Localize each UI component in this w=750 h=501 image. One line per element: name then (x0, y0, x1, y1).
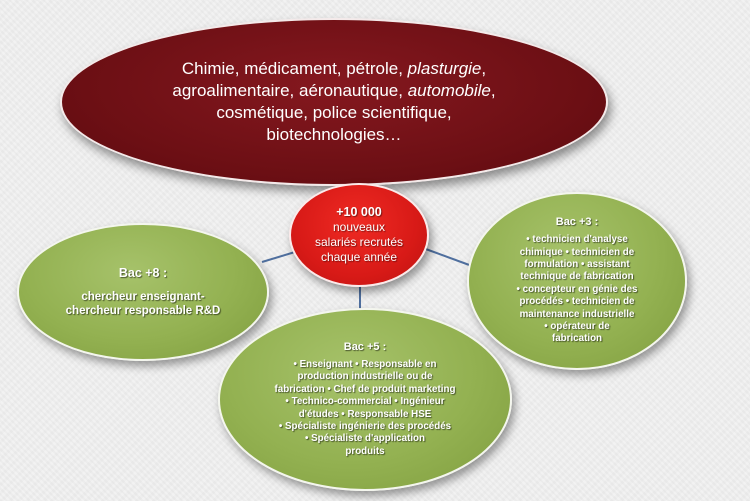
sectors-text-fragment: plasturgie (407, 59, 482, 78)
sectors-text: Chimie, médicament, pétrole, plasturgie,… (172, 58, 495, 146)
bac5-ellipse: Bac +5 : • Enseignant • Responsable en p… (218, 308, 512, 491)
bac5-line: • Spécialiste d'application (304, 433, 426, 445)
bac3-ellipse: Bac +3 : • technicien d'analyse chimique… (467, 192, 687, 370)
bac8-ellipse: Bac +8 : chercheur enseignant- chercheur… (17, 223, 269, 361)
bac8-line: chercheur responsable R&D (65, 305, 221, 317)
bac3-line: • technicien d'analyse (526, 234, 628, 246)
bac3-line: • opérateur de (544, 321, 610, 333)
bac5-line: produits (345, 445, 385, 457)
bac3-line: procédés • technicien de (519, 296, 635, 308)
bac3-line: maintenance industrielle (519, 308, 635, 320)
sectors-line: agroalimentaire, aéronautique, automobil… (172, 80, 495, 102)
sectors-text-fragment: , (481, 59, 487, 78)
recruitment-line-2: salariés recrutés (314, 235, 404, 249)
bac5-line: d'études • Responsable HSE (298, 408, 432, 420)
sectors-ellipse: Chimie, médicament, pétrole, plasturgie,… (60, 18, 608, 186)
sectors-text-fragment: Chimie, médicament, pétrole, (181, 59, 408, 78)
bac8-heading: Bac +8 : (118, 266, 168, 280)
bac3-heading: Bac +3 : (555, 216, 599, 229)
sectors-text-fragment: cosmétique, police scientifique, (216, 103, 452, 122)
bac8-line: chercheur enseignant- (81, 291, 205, 303)
bac5-heading: Bac +5 : (343, 340, 387, 353)
bac3-line: chimique • technicien de (519, 246, 635, 258)
recruitment-line-3: chaque année (320, 250, 398, 264)
sectors-text-fragment: , (490, 81, 496, 100)
bac3-line: fabrication (551, 333, 603, 345)
connector-right (422, 247, 473, 267)
bac8-jobs: chercheur enseignant- chercheur responsa… (66, 290, 221, 318)
bac3-line: technique de fabrication (520, 271, 634, 283)
bac5-jobs: • Enseignant • Responsable en production… (275, 359, 456, 458)
sectors-line: biotechnologies… (172, 124, 495, 146)
recruitment-number: +10 000 (336, 205, 382, 219)
bac3-line: • concepteur en génie des (516, 283, 638, 295)
bac5-line: fabrication • Chef de produit marketing (274, 383, 456, 395)
sectors-line: Chimie, médicament, pétrole, plasturgie, (172, 58, 495, 80)
connector-left (261, 251, 296, 263)
recruitment-line-1: nouveaux (332, 220, 386, 234)
bac5-line: • Spécialiste ingénierie des procédés (278, 420, 452, 432)
recruitment-ellipse: +10 000 nouveaux salariés recrutés chaqu… (289, 183, 429, 287)
bac5-line: production industrielle ou de (297, 371, 433, 383)
bac5-line: • Enseignant • Responsable en (293, 358, 437, 370)
sectors-line: cosmétique, police scientifique, (172, 102, 495, 124)
bac3-jobs: • technicien d'analyse chimique • techni… (516, 234, 637, 346)
sectors-text-fragment: automobile (407, 81, 491, 100)
sectors-text-fragment: biotechnologies… (266, 125, 402, 144)
bac3-line: formulation • assistant (524, 258, 630, 270)
sectors-text-fragment: agroalimentaire, aéronautique, (172, 81, 408, 100)
bac5-line: • Technico-commercial • Ingénieur (285, 396, 445, 408)
